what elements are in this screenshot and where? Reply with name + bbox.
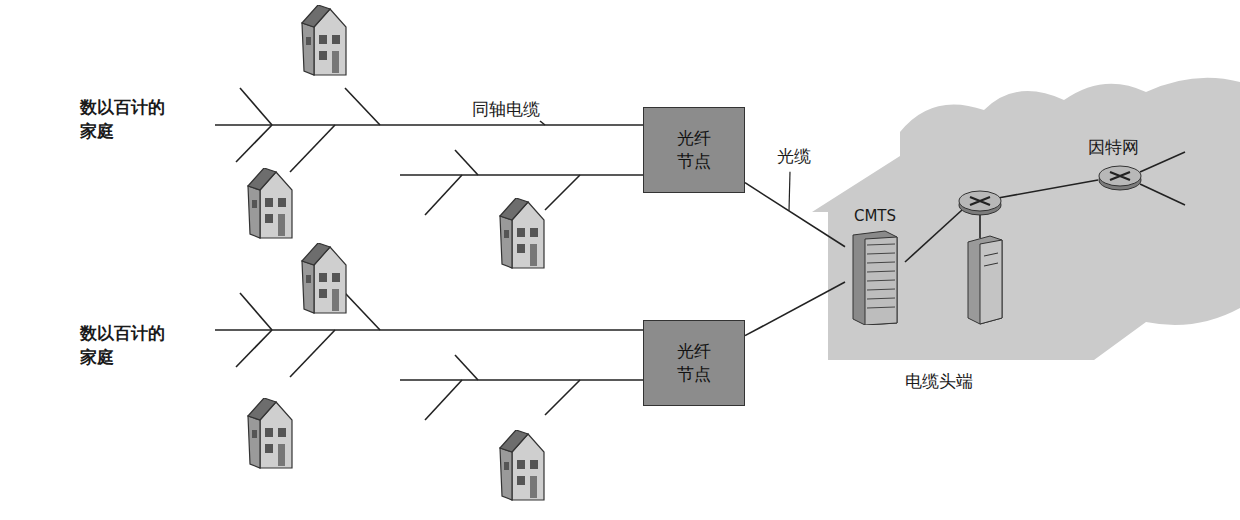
coax-label: 同轴电缆: [472, 98, 540, 121]
node-text: 光纤 节点: [674, 127, 713, 173]
server-icon: [968, 236, 1002, 324]
cmts-icon: [845, 229, 905, 325]
router-icon: [959, 191, 1001, 215]
rack-body: [853, 231, 897, 325]
rack-slot: [867, 244, 895, 245]
rack-slot: [867, 298, 895, 299]
headend-shape: [812, 70, 1240, 400]
router-icon: [1099, 166, 1141, 190]
house-icon: [248, 398, 292, 468]
house-icon: [302, 5, 346, 75]
rack-slot: [867, 280, 895, 281]
headend-region: 电缆头端 CMTS: [812, 70, 1240, 400]
house-icon: [500, 430, 544, 500]
headend-area: [812, 78, 1240, 360]
leader-line: [789, 172, 790, 211]
node-text: 电缆头端: [905, 370, 973, 393]
rack-slot: [867, 253, 895, 254]
rack-front: [865, 237, 897, 325]
rack-slot: [867, 307, 895, 308]
node-text: CMTS: [845, 207, 905, 225]
rack-slot: [867, 289, 895, 290]
homes-label: 数以百计的 家庭: [80, 96, 170, 144]
node-text: 光纤 节点: [674, 340, 713, 386]
fiber-node-box: 光纤 节点: [643, 320, 745, 406]
house-icon: [302, 243, 346, 313]
cmts-rack: CMTS: [845, 207, 905, 325]
fiber-node-box: 光纤 节点: [643, 107, 745, 193]
rack-slot: [867, 262, 895, 263]
internet-label: 因特网: [1088, 136, 1139, 159]
house-icon: [248, 168, 292, 238]
edge-label: 光缆: [775, 145, 813, 168]
homes-label: 数以百计的 家庭: [80, 322, 170, 370]
rack-slot: [867, 271, 895, 272]
house-icon: [500, 198, 544, 268]
coax-tree: [215, 88, 643, 420]
